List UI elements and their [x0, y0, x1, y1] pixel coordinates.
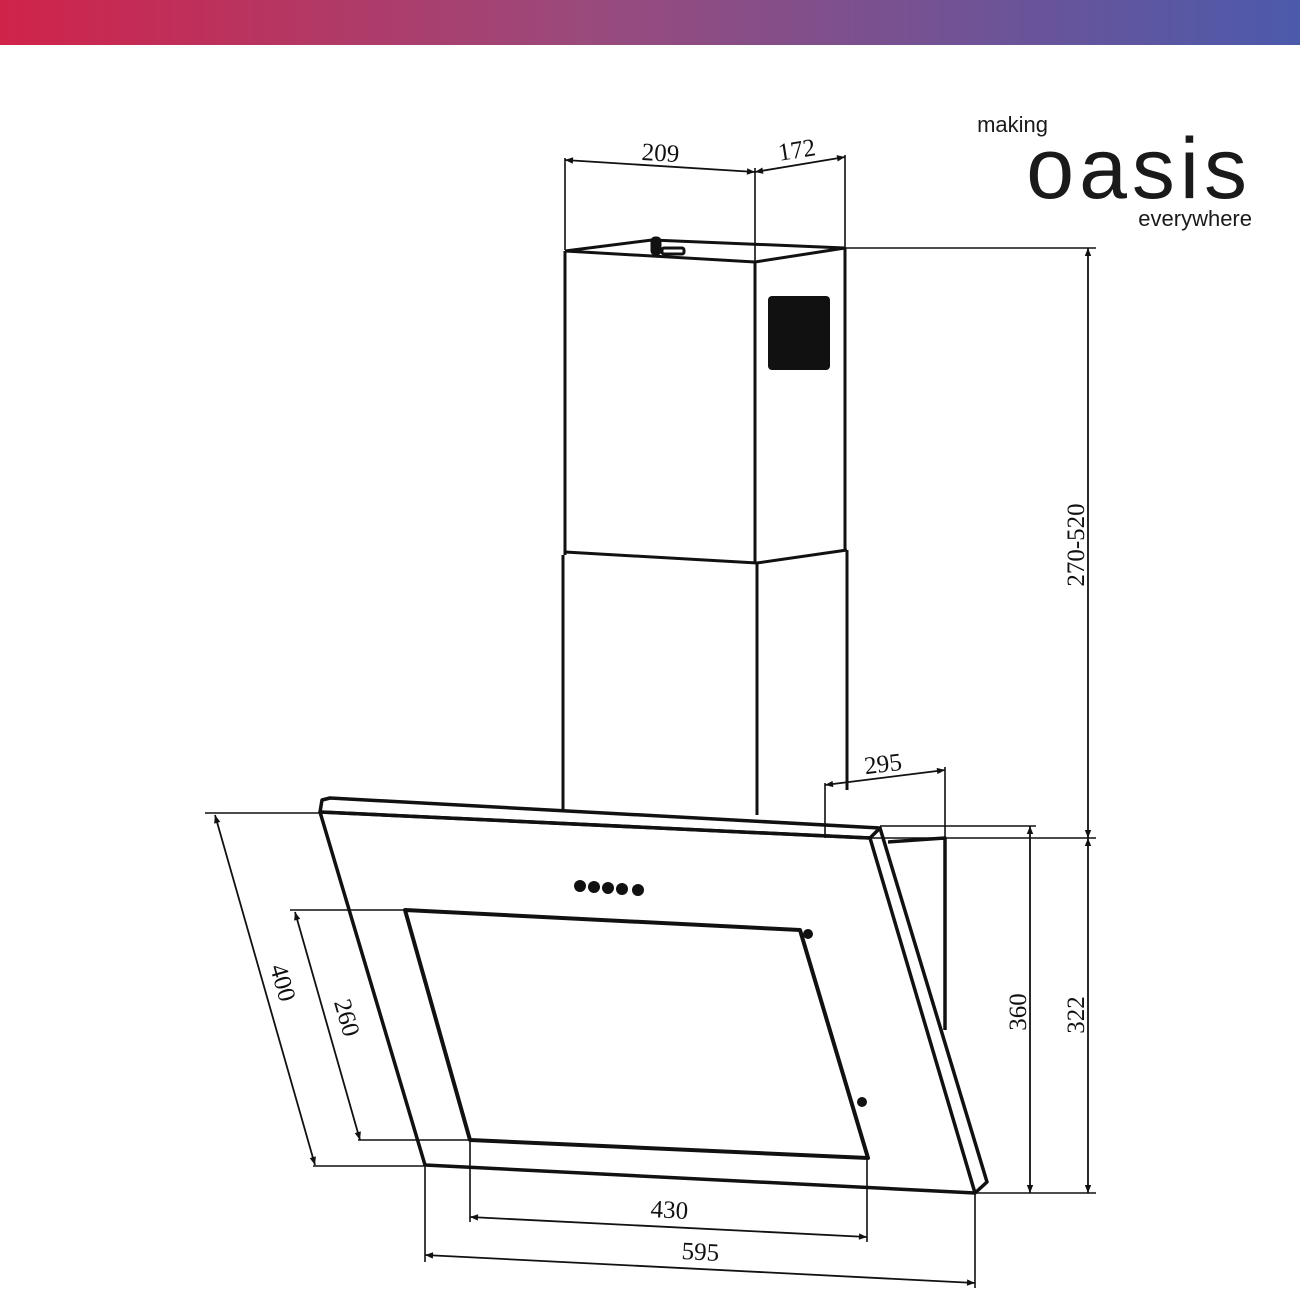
hood-body: [318, 796, 989, 1195]
dim-hood-height: 322: [1063, 996, 1090, 1034]
chimney: [561, 236, 849, 815]
dim-chimney-width: 209: [641, 139, 680, 168]
brand-gradient-bar: [0, 0, 1300, 45]
control-buttons: [574, 880, 867, 1107]
dim-window-width: 430: [650, 1196, 689, 1225]
brand-logo: making oasis everywhere: [977, 112, 1252, 232]
dim-chimney-depth: 172: [776, 134, 817, 167]
dim-hood-width: 595: [681, 1238, 720, 1267]
dim-hood-height-total: 360: [1005, 993, 1032, 1031]
vent-grille: [768, 296, 830, 370]
glass-window: [403, 908, 870, 1160]
extension-lines: [205, 155, 1096, 1288]
logo-making: making: [977, 112, 1048, 137]
dim-panel-slant: 400: [264, 961, 300, 1004]
dimension-lines: [214, 155, 1092, 1286]
logo-oasis: oasis: [1026, 121, 1252, 217]
dim-chimney-height: 270-520: [1063, 503, 1090, 586]
logo-everywhere: everywhere: [1138, 206, 1252, 231]
dim-window-slant: 260: [328, 996, 364, 1039]
dim-hood-depth: 295: [863, 749, 904, 780]
